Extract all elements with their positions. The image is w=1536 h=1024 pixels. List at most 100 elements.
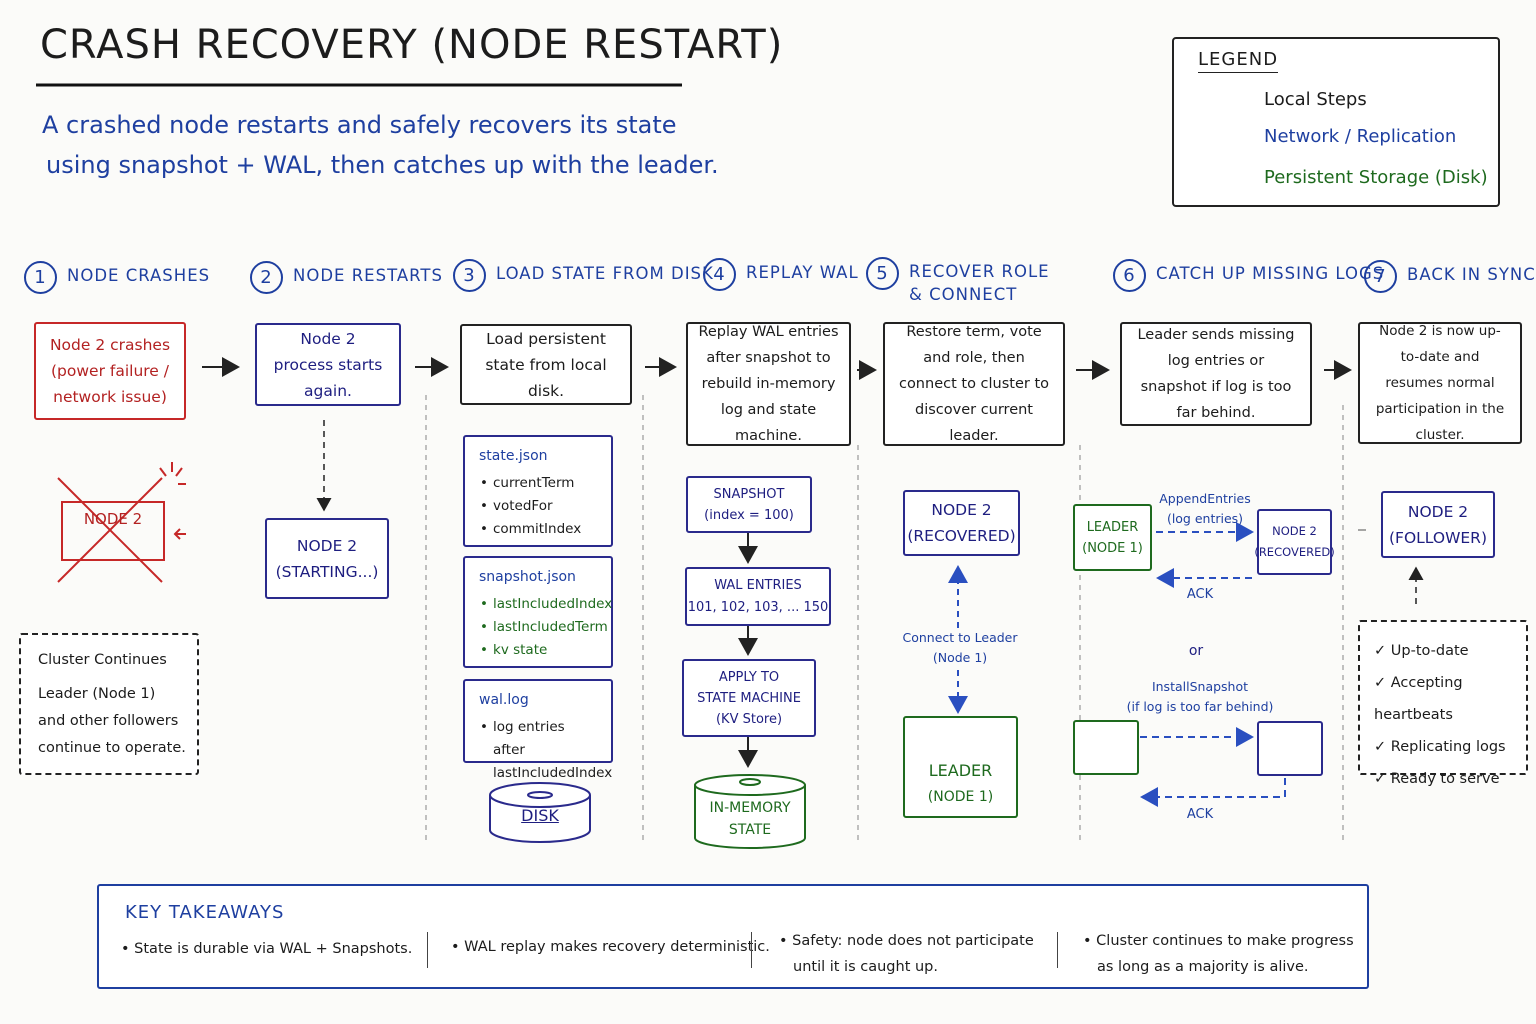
install-snapshot-label: InstallSnapshot (if log is too far behin… [1120, 677, 1280, 717]
ack-label-2: ACK [1186, 807, 1214, 822]
takeaway-3: • Safety: node does not participate unti… [779, 933, 1034, 975]
snapshot-json-file: snapshot.json lastIncludedIndex lastIncl… [463, 556, 613, 668]
ack2-arrow [1140, 778, 1286, 807]
check-icon: ✓ [1374, 771, 1391, 787]
cluster-note-line-2: Leader (Node 1) [38, 686, 156, 702]
step6-node2-box-2 [1257, 721, 1323, 776]
step6-leader-box: LEADER (NODE 1) [1073, 504, 1152, 571]
connect-label-line-1: Connect to Leader [902, 630, 1018, 645]
step-3-number: 3 [453, 259, 486, 292]
check-item: ✓ Up-to-date [1374, 643, 1469, 659]
step-4-number: 4 [703, 258, 736, 291]
leader-node1-box: LEADER (NODE 1) [903, 716, 1018, 818]
or-label: or [1188, 643, 1204, 659]
wal-log-item-line-2: lastIncludedIndex [493, 765, 613, 781]
key-takeaways: KEY TAKEAWAYS • State is durable via WAL… [97, 884, 1369, 989]
crashed-node-icon [57, 462, 186, 583]
connect-to-leader-label: Connect to Leader (Node 1) [900, 628, 1020, 668]
page-title: CRASH RECOVERY (NODE RESTART) [40, 22, 784, 68]
step-3-header: 3 LOAD STATE FROM DISK [453, 259, 714, 292]
step-1-number: 1 [24, 261, 57, 294]
node2-follower-line-1: NODE 2 [1407, 502, 1469, 521]
step-2-number: 2 [250, 261, 283, 294]
state-json-item: currentTerm [480, 472, 597, 495]
step-6-header: 6 CATCH UP MISSING LOGS [1113, 259, 1384, 292]
legend-local-steps: Local Steps [1264, 89, 1367, 110]
connect-label-line-2: (Node 1) [932, 650, 988, 665]
disk-label: DISK [521, 806, 559, 825]
takeaway-2: • WAL replay makes recovery deterministi… [451, 939, 770, 955]
leader-box-line-2: (NODE 1) [927, 789, 994, 805]
cluster-continues-note: Cluster Continues Leader (Node 1) and ot… [19, 633, 199, 775]
apply-line-3: (KV Store) [715, 711, 783, 727]
check-item: ✓ Replicating logs [1374, 739, 1506, 755]
append-label-line-2: (log entries) [1166, 511, 1244, 526]
step-5-number: 5 [866, 257, 899, 290]
legend: LEGEND Local Steps Network / Replication… [1172, 37, 1500, 207]
cluster-note-line-3: and other followers [38, 713, 179, 729]
legend-storage: Persistent Storage (Disk) [1264, 167, 1488, 188]
step-3-box: Load persistent state from local disk. [460, 324, 632, 405]
wal-entries-box: WAL ENTRIES 101, 102, 103, ... 150 [685, 567, 831, 626]
node2-recovered: NODE 2 (RECOVERED) [903, 490, 1020, 556]
step6-leader-box-2 [1073, 720, 1139, 775]
step-1-header: 1 NODE CRASHES [24, 261, 210, 294]
check-item: ✓ Ready to serve [1374, 771, 1500, 787]
disk-database-icon [489, 782, 591, 843]
step-2-box: Node 2 process starts again. [255, 323, 401, 406]
state-json-name: state.json [479, 448, 548, 464]
check-item: ✓ Accepting heartbeats [1374, 675, 1463, 723]
snapshot-line-2: (index = 100) [704, 507, 794, 523]
step-5-box: Restore term, vote and role, then connec… [883, 322, 1065, 446]
in-memory-line-1: IN-MEMORY [709, 800, 791, 816]
wal-log-item: log entries after lastIncludedIndex [480, 716, 613, 785]
step-6-number: 6 [1113, 259, 1146, 292]
snapshot-json-name: snapshot.json [479, 569, 576, 585]
snapshot-json-item: lastIncludedTerm [480, 616, 608, 639]
step-4-title: REPLAY WAL [746, 263, 859, 282]
step-5-title: RECOVER ROLE & CONNECT [909, 262, 1050, 304]
node2-starting-line-1: NODE 2 [296, 536, 358, 555]
leader-box-line-1: LEADER [928, 761, 993, 780]
takeaway-separator [1057, 932, 1058, 968]
wal-entries-line-1: WAL ENTRIES [714, 577, 802, 593]
subtitle-line-1: A crashed node restarts and safely recov… [42, 111, 677, 139]
node2-starting: NODE 2 (STARTING...) [265, 518, 389, 599]
append-label-line-1: AppendEntries [1159, 491, 1251, 506]
in-memory-label: IN-MEMORY STATE [695, 797, 805, 841]
step-7-box: Node 2 is now up-to-date and resumes nor… [1358, 322, 1522, 444]
cluster-note-line-4: continue to operate. [38, 740, 186, 756]
step6-node2-line-1: NODE 2 [1272, 524, 1317, 538]
snapshot-line-1: SNAPSHOT [713, 486, 785, 502]
step6-leader-line-1: LEADER [1086, 519, 1139, 535]
step-1-box: Node 2 crashes (power failure / network … [34, 322, 186, 420]
step6-node2-box: NODE 2 (RECOVERED) [1254, 509, 1335, 575]
check-icon: ✓ [1374, 643, 1391, 659]
takeaway-separator [751, 932, 752, 968]
state-json-item: commitIndex [480, 518, 597, 541]
snapshot-box: SNAPSHOT (index = 100) [686, 476, 812, 533]
legend-network: Network / Replication [1264, 126, 1457, 147]
subtitle-line-2: using snapshot + WAL, then catches up wi… [46, 151, 719, 179]
apply-line-2: STATE MACHINE [697, 690, 801, 706]
ack-label-1: ACK [1186, 587, 1214, 602]
node2-recovered-line-2: (RECOVERED) [907, 527, 1016, 545]
check-icon: ✓ [1374, 675, 1391, 691]
install-label-line-2: (if log is too far behind) [1126, 699, 1274, 714]
step-2-header: 2 NODE RESTARTS [250, 261, 443, 294]
step6-node2-line-2: (RECOVERED) [1254, 545, 1335, 559]
subtitle: A crashed node restarts and safely recov… [42, 105, 719, 185]
step-7-number: 7 [1364, 260, 1397, 293]
legend-heading: LEGEND [1198, 49, 1279, 73]
takeaway-separator [427, 932, 428, 968]
takeaway-1: • State is durable via WAL + Snapshots. [121, 941, 413, 957]
wal-log-item-line-1: log entries after [493, 719, 565, 758]
wal-log-file: wal.log log entries after lastIncludedIn… [463, 679, 613, 781]
apply-state-machine-box: APPLY TO STATE MACHINE (KV Store) [682, 659, 816, 737]
node2-starting-line-2: (STARTING...) [275, 562, 379, 581]
step-3-title: LOAD STATE FROM DISK [496, 264, 714, 283]
snapshot-json-item: kv state [480, 639, 597, 662]
crashed-node-label: NODE 2 [83, 510, 143, 528]
sync-checklist: ✓ Up-to-date ✓ Accepting heartbeats ✓ Re… [1358, 620, 1528, 787]
